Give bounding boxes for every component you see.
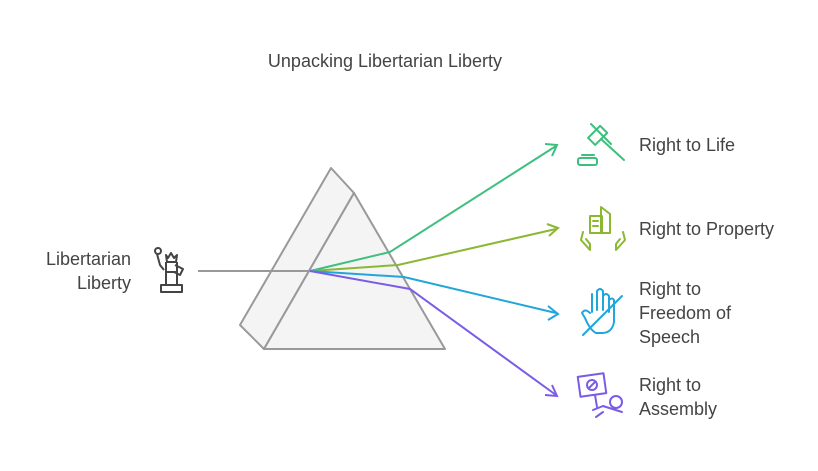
arrowhead-property xyxy=(546,223,560,237)
property-hands-icon xyxy=(580,206,626,251)
ray-speech xyxy=(309,270,557,314)
source-label: Libertarian Liberty xyxy=(46,247,131,295)
output-label-line: Freedom of xyxy=(639,303,732,323)
output-label-line: Assembly xyxy=(639,399,718,419)
ray-assembly xyxy=(309,270,557,396)
output-label-assembly: Right to Assembly xyxy=(639,373,717,421)
diagram-title: Unpacking Libertarian Liberty xyxy=(267,51,503,71)
output-label-property: Right to Property xyxy=(639,217,774,241)
gavel-icon xyxy=(577,123,625,166)
output-label-line: Right to Life xyxy=(639,135,736,155)
protest-sign-icon xyxy=(576,372,623,418)
statue-of-liberty-icon xyxy=(154,247,184,293)
prism xyxy=(239,167,446,350)
output-label-line: Speech xyxy=(639,327,701,347)
arrowhead-life xyxy=(544,143,559,157)
arrowhead-assembly xyxy=(544,384,559,398)
arrowhead-speech xyxy=(547,305,560,321)
output-label-life: Right to Life xyxy=(639,133,735,157)
source-label-line: Liberty xyxy=(76,273,131,293)
output-label-line: Right to Property xyxy=(639,219,775,239)
muted-hand-icon xyxy=(581,288,623,336)
source-label-line: Libertarian xyxy=(45,249,131,269)
output-label-line: Right to xyxy=(639,279,702,299)
output-label-speech: Right to Freedom of Speech xyxy=(639,277,731,349)
ray-property xyxy=(309,228,557,272)
output-label-line: Right to xyxy=(639,375,702,395)
ray-life xyxy=(309,145,557,272)
